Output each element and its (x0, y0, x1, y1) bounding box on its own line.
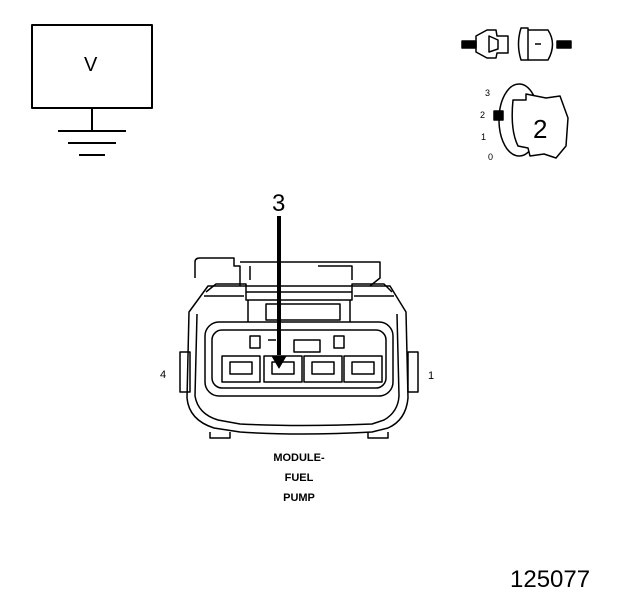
left-latch-tab (179, 351, 191, 393)
connector-housing (186, 285, 409, 435)
connector-drawing (179, 257, 419, 439)
rotary-switch-icon (493, 83, 569, 159)
cavity-pin-3 (263, 355, 303, 383)
ground-icon (58, 130, 126, 156)
right-latch-tab (407, 351, 419, 393)
connector-caption-line: FUEL (284, 472, 314, 484)
switch-indicator (493, 110, 504, 121)
connector-mating-face (204, 321, 394, 397)
switch-position-label: 1 (481, 132, 487, 142)
pin-callout-label: 3 (272, 190, 286, 217)
probe-plug-icon (461, 27, 572, 61)
voltmeter-symbol (31, 24, 153, 156)
cavity-pin-4 (221, 355, 261, 383)
connector-caption-line: PUMP (283, 492, 315, 504)
switch-position-label: 0 (488, 152, 494, 162)
switch-number-label: 2 (533, 114, 548, 144)
pin-number-right: 1 (428, 370, 435, 382)
switch-position-label: 3 (485, 88, 491, 98)
cavity-pin-1 (343, 355, 383, 383)
figure-number: 125077 (510, 566, 591, 593)
connector-caption-line: MODULE- (273, 452, 325, 464)
pin-number-left: 4 (160, 369, 167, 381)
cavity-pin-2 (303, 355, 343, 383)
meter-symbol-label: V (84, 54, 98, 76)
switch-position-label: 2 (480, 110, 486, 120)
terminal-cavities (221, 355, 383, 383)
